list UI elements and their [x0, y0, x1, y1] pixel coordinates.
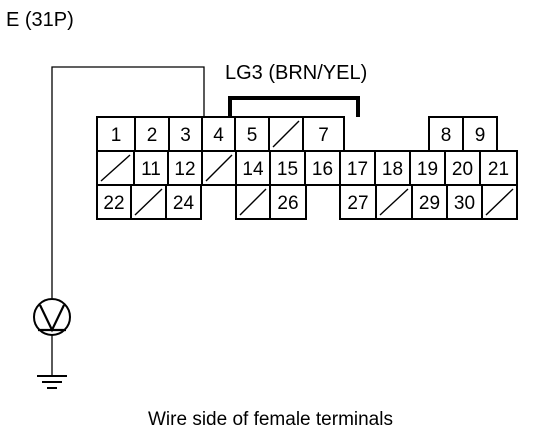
pin-number: 5 — [247, 125, 258, 146]
unused-pin-slash — [272, 120, 300, 148]
pin-number: 14 — [242, 159, 264, 180]
pin-number: 22 — [103, 193, 124, 214]
ground-icon — [37, 375, 67, 389]
pin-number: 7 — [318, 125, 329, 146]
pin-cell — [96, 116, 136, 152]
pin-cell — [302, 116, 345, 152]
pin-cell — [165, 184, 202, 220]
pin-number: 4 — [213, 125, 224, 146]
wire-label: LG3 (BRN/YEL) — [225, 62, 367, 84]
pin-number: 20 — [452, 159, 473, 180]
pin-number: 2 — [147, 125, 158, 146]
pin-number: 21 — [488, 159, 509, 180]
pin-number: 16 — [312, 159, 333, 180]
pin-number: 15 — [277, 159, 298, 180]
pin-cell — [462, 116, 498, 152]
pin-number: 26 — [277, 193, 298, 214]
pin-number: 11 — [141, 159, 161, 180]
pin-number: 30 — [454, 193, 475, 214]
pin-number: 18 — [382, 159, 403, 180]
unused-pin-slash — [239, 188, 267, 216]
unused-pin-slash — [134, 188, 163, 216]
pin-cell — [134, 116, 170, 152]
pin-number: 27 — [347, 193, 368, 214]
pin-cell — [96, 184, 132, 220]
pin-number: 12 — [174, 159, 195, 180]
pin-number: 3 — [180, 125, 191, 146]
unused-pin-slash — [205, 154, 233, 182]
test-lead-wire — [51, 66, 205, 298]
pin-cell — [479, 150, 518, 186]
pin-number: 17 — [347, 159, 368, 180]
connector-label: E (31P) — [6, 9, 74, 31]
connector-lock-tab — [228, 96, 360, 117]
pin-number: 29 — [419, 193, 440, 214]
pin-number: 9 — [475, 125, 486, 146]
pin-number: 24 — [173, 193, 195, 214]
pin-cell — [304, 150, 341, 186]
unused-pin-slash — [100, 154, 131, 182]
pin-cell — [411, 184, 448, 220]
pin-number: 8 — [441, 125, 452, 146]
pin-number: 1 — [111, 125, 122, 146]
unused-pin-slash — [485, 188, 514, 216]
unused-pin-slash — [379, 188, 409, 216]
caption: Wire side of female terminals — [148, 409, 393, 430]
pin-number: 19 — [417, 159, 438, 180]
voltmeter-icon — [33, 298, 71, 336]
pin-cell — [269, 184, 307, 220]
